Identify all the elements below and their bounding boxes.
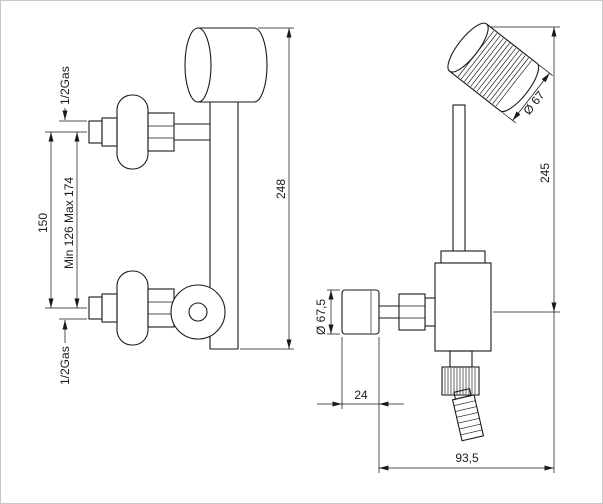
inlet-assembly-top xyxy=(88,94,210,170)
center-distance-label: 150 xyxy=(36,213,50,233)
hand-shower-hook xyxy=(170,284,226,340)
dimension-handle-diameter: Ø 67,5 xyxy=(314,289,340,335)
head-diameter-label: Ø 67 xyxy=(520,88,547,117)
total-depth-label: 93,5 xyxy=(455,451,479,465)
head-ribs xyxy=(457,30,532,107)
front-view: 1/2Gas 1/2Gas 150 Min 126 Max 174 xyxy=(36,27,294,385)
side-height-label: 245 xyxy=(538,163,552,183)
front-height-label: 248 xyxy=(274,179,288,199)
handle-hex-nut xyxy=(398,293,426,331)
shower-head-front xyxy=(184,27,268,103)
handle-assembly xyxy=(341,289,436,335)
handle-diameter-label: Ø 67,5 xyxy=(314,299,328,335)
handle-depth-label: 24 xyxy=(354,388,368,402)
gas-bottom-label: 1/2Gas xyxy=(58,346,72,385)
handle-knob xyxy=(341,289,380,335)
outlet-stem xyxy=(449,350,473,368)
shower-head-side: Ø 67 xyxy=(447,22,553,124)
dimension-24: 24 xyxy=(317,337,404,473)
dimension-head-diameter: Ø 67 xyxy=(501,64,553,124)
riser-column xyxy=(209,102,239,350)
handle-washer xyxy=(424,297,436,327)
outlet-assembly xyxy=(441,350,485,442)
dimension-245: 245 xyxy=(491,26,560,313)
dimension-gas-top: 1/2Gas xyxy=(58,66,87,122)
gas-top-label: 1/2Gas xyxy=(58,66,72,105)
side-view: Ø 67 Ø 67,5 xyxy=(314,22,560,473)
dimension-150: 150 xyxy=(36,132,54,308)
adjust-range-label: Min 126 Max 174 xyxy=(62,177,76,269)
mixer-body-side xyxy=(434,250,492,352)
dimension-93-5: 93,5 xyxy=(379,312,555,473)
hand-shower-rod xyxy=(452,104,466,256)
dimension-gas-bottom: 1/2Gas xyxy=(58,318,87,385)
hose-connector xyxy=(451,388,485,442)
dimension-248: 248 xyxy=(240,27,294,350)
dimension-min-max: Min 126 Max 174 xyxy=(62,132,80,308)
